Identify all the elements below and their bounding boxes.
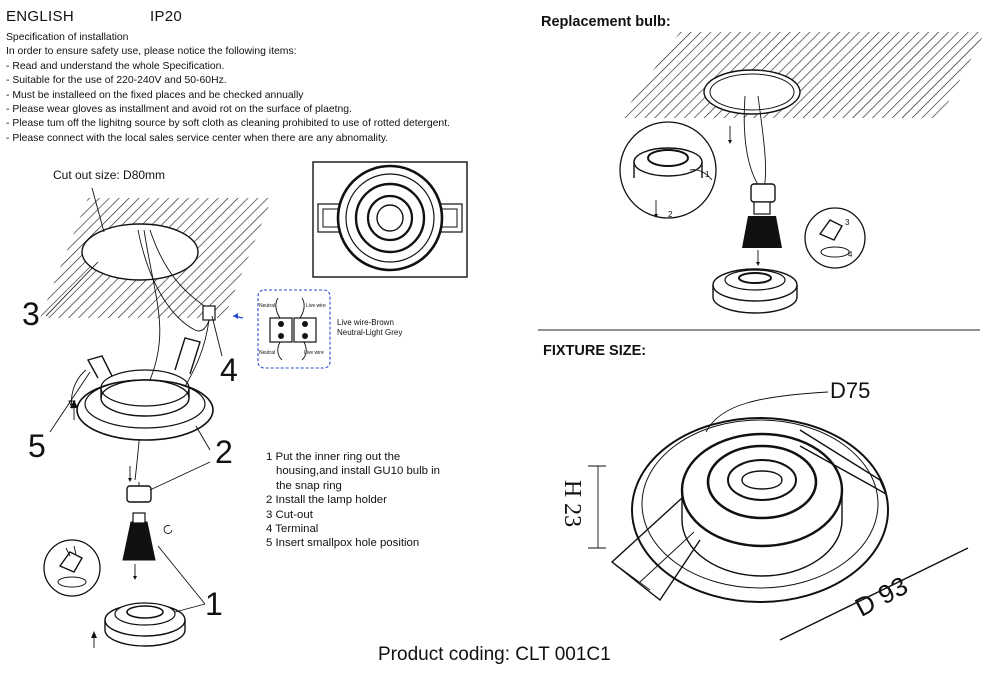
legend-item: housing,and install GU10 bulb in (276, 465, 441, 478)
live-wire-label: Live wire-Brown (337, 318, 394, 327)
neutral-wire-label: Neutral-Light Grey (337, 328, 403, 337)
neutral-tag: Neutral (259, 303, 276, 309)
step-2-label: 2 (668, 210, 673, 219)
legend-item: the snap ring (276, 479, 342, 492)
spec-block: Specification of installation In order t… (6, 31, 450, 146)
replacement-title: Replacement bulb: (541, 14, 671, 30)
callout-5: 5 (28, 428, 46, 464)
gu10-bulb (122, 521, 156, 561)
lamp-holder-right (750, 183, 776, 203)
callout-3: 3 (22, 296, 40, 332)
callout-4: 4 (220, 352, 238, 388)
legend-item: 3 Cut-out (266, 508, 313, 521)
legend-item: 5 Insert smallpox hole position (266, 537, 420, 550)
terminal-block (202, 305, 216, 321)
product-coding: Product coding: CLT 001C1 (378, 644, 611, 665)
gu10-bulb-right (742, 216, 782, 248)
callout-2: 2 (215, 434, 233, 470)
cutout-size-label: Cut out size: D80mm (53, 168, 166, 182)
spec-item: - Suitable for the use of 220-240V and 5… (6, 75, 227, 87)
spec-item: - Please connect with the local sales se… (6, 132, 389, 144)
spec-item: - Must be installeed on the fixed places… (6, 89, 304, 101)
legend-item: 4 Terminal (266, 523, 319, 536)
legend-item: 1 Put the inner ring out the (266, 451, 401, 463)
step-4-label: 4 (848, 250, 853, 259)
detail-circle (43, 539, 101, 597)
legend-list: 1 Put the inner ring out the housing,and… (266, 450, 440, 551)
step-1-label: 1 (705, 170, 710, 179)
spec-item: - Please tum off the lighitng source by … (6, 118, 450, 130)
spec-item: - Read and understand the whole Specific… (6, 60, 225, 72)
dimension-h23: H 23 (559, 479, 586, 528)
neutral-tag-bottom: Neutral (259, 350, 276, 356)
spec-title: Specification of installation (6, 32, 129, 43)
language-label: ENGLISH (6, 8, 74, 25)
lamp-holder (126, 485, 152, 503)
ceiling-panel-right (620, 32, 985, 118)
replacement-detail-1 (619, 121, 717, 219)
ceiling-cutout (81, 223, 199, 281)
fixture-size-title: FIXTURE SIZE: (543, 343, 647, 359)
spec-intro: In order to ensure safety use, please no… (6, 46, 297, 58)
callout-1: 1 (205, 586, 223, 622)
dimension-d75: D75 (830, 378, 871, 403)
spec-item: - Please wear gloves as installment and … (6, 104, 352, 116)
live-tag-bottom: Live wire (304, 350, 324, 356)
step-3-label: 3 (845, 218, 850, 227)
ip-rating-label: IP20 (150, 8, 183, 25)
live-tag: Live wire (306, 303, 326, 309)
legend-item: 2 Install the lamp holder (266, 494, 387, 507)
